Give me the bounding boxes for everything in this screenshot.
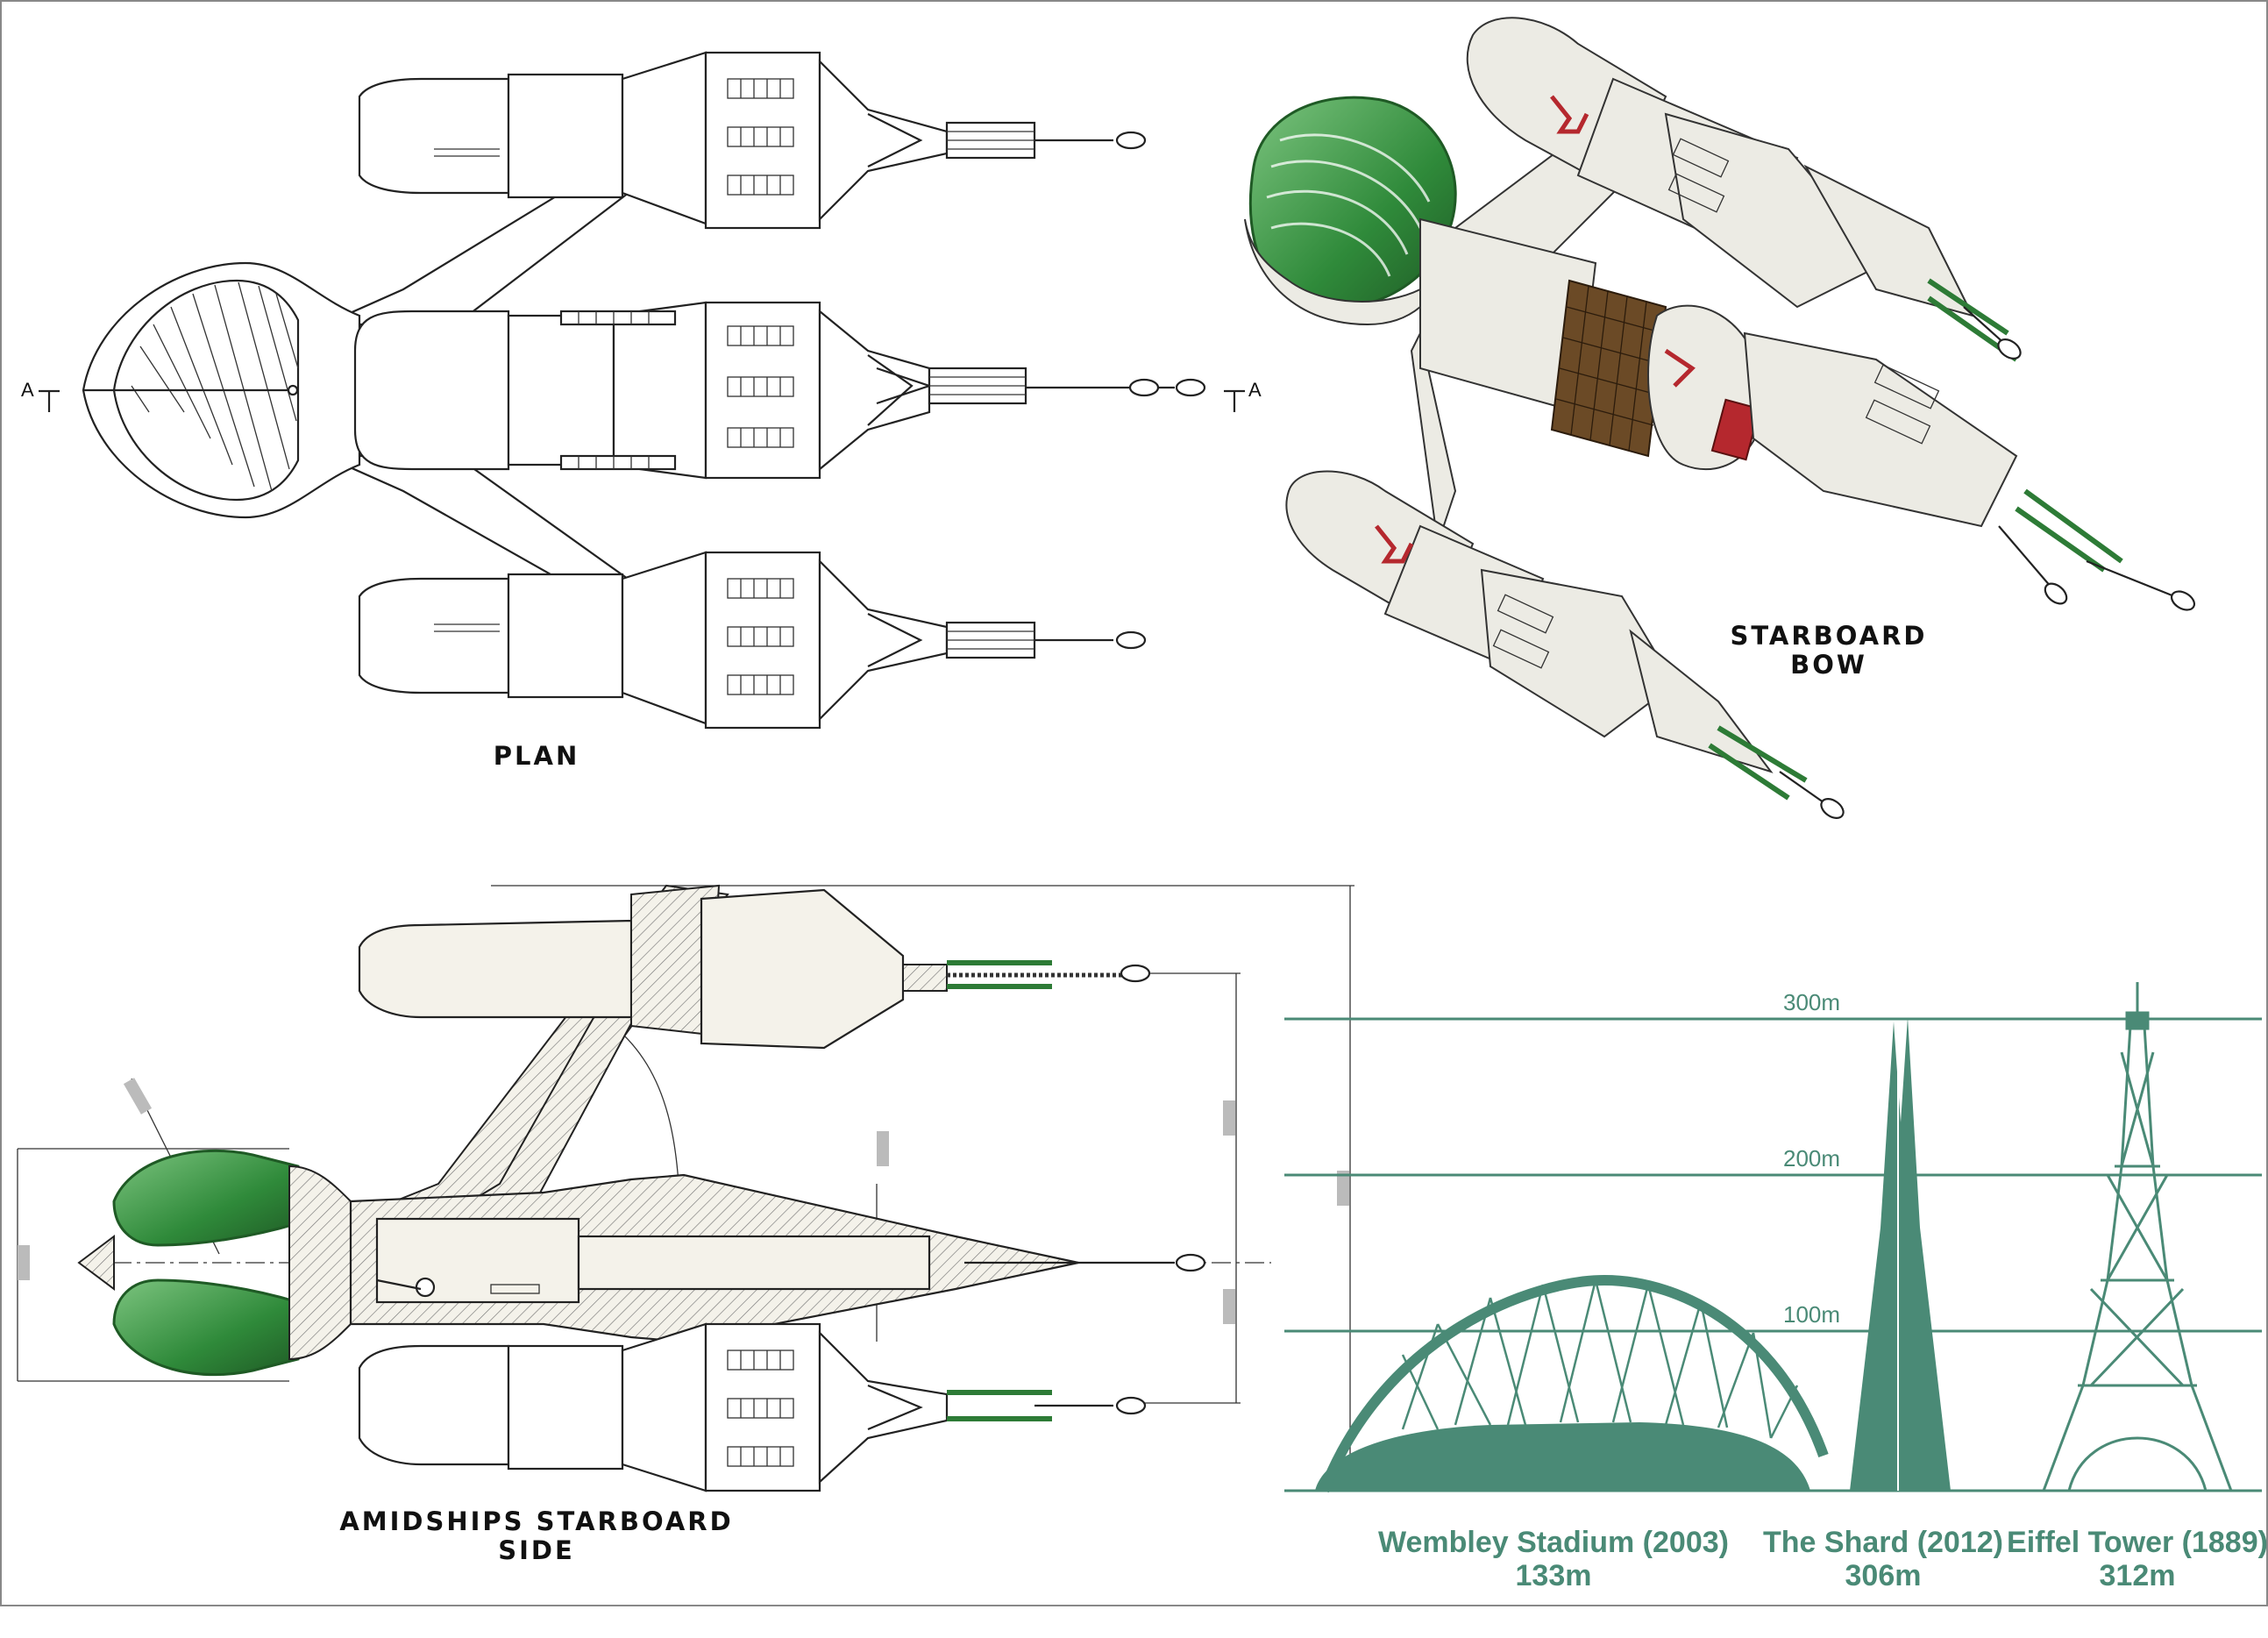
- grid-label-100: 100m: [1783, 1301, 1840, 1328]
- plan-caption: PLAN: [494, 741, 579, 771]
- dim-marker: [18, 1245, 30, 1280]
- plan-view: A A: [21, 51, 1262, 771]
- eiffel-tower-silhouette: [2042, 982, 2233, 1492]
- bow-upper-engine-pod: [1466, 17, 2022, 362]
- section-central-hull: [349, 1173, 1206, 1343]
- section-marker-left-label: A: [21, 379, 34, 401]
- amidships-section-view: AMIDSHIPS STARBOARD SIDE: [17, 884, 1354, 1565]
- starboard-caption-line-2: BOW: [1790, 650, 1867, 680]
- section-marker-a: A A: [21, 379, 1262, 412]
- dim-marker: [1337, 1171, 1349, 1206]
- plan-bow-dome: [82, 261, 361, 519]
- landmark-name-wembley: Wembley Stadium (2003): [1378, 1526, 1729, 1559]
- grid-label-300: 300m: [1783, 989, 1840, 1015]
- landmark-height-wembley: 133m: [1516, 1559, 1592, 1592]
- wembley-stadium-silhouette: [1315, 1274, 1829, 1493]
- bow-lower-engine-pod: [1285, 470, 1845, 820]
- amidships-caption-line-1: AMIDSHIPS STARBOARD: [339, 1506, 733, 1536]
- scale-comparison: 300m 200m 100m: [1284, 982, 2268, 1592]
- plan-central-hull: [353, 301, 1206, 480]
- dim-marker: [123, 1078, 153, 1115]
- landmark-name-shard: The Shard (2012): [1763, 1526, 2003, 1559]
- section-upper-engine-pod: [358, 884, 1151, 1050]
- dim-marker: [1223, 1289, 1235, 1324]
- section-marker-right-label: A: [1248, 379, 1262, 401]
- section-green-canopy: [77, 1149, 352, 1377]
- bow-central-hull: [1419, 217, 2196, 611]
- landmark-height-eiffel: 312m: [2100, 1559, 2176, 1592]
- starboard-bow-view: STARBOARD BOW: [1244, 17, 2196, 820]
- grid-label-200: 200m: [1783, 1145, 1840, 1172]
- landmark-name-eiffel: Eiffel Tower (1889): [2007, 1526, 2268, 1559]
- dim-marker: [877, 1131, 889, 1166]
- plan-lower-engine-pod: [358, 551, 1147, 730]
- landmark-height-shard: 306m: [1845, 1559, 1922, 1592]
- plan-upper-engine-pod: [358, 51, 1147, 230]
- starboard-caption-line-1: STARBOARD: [1730, 621, 1927, 651]
- the-shard-silhouette: [1850, 1017, 1951, 1491]
- dim-marker: [1223, 1100, 1235, 1136]
- amidships-caption-line-2: SIDE: [498, 1535, 575, 1565]
- section-lower-engine-pod: [358, 1322, 1147, 1492]
